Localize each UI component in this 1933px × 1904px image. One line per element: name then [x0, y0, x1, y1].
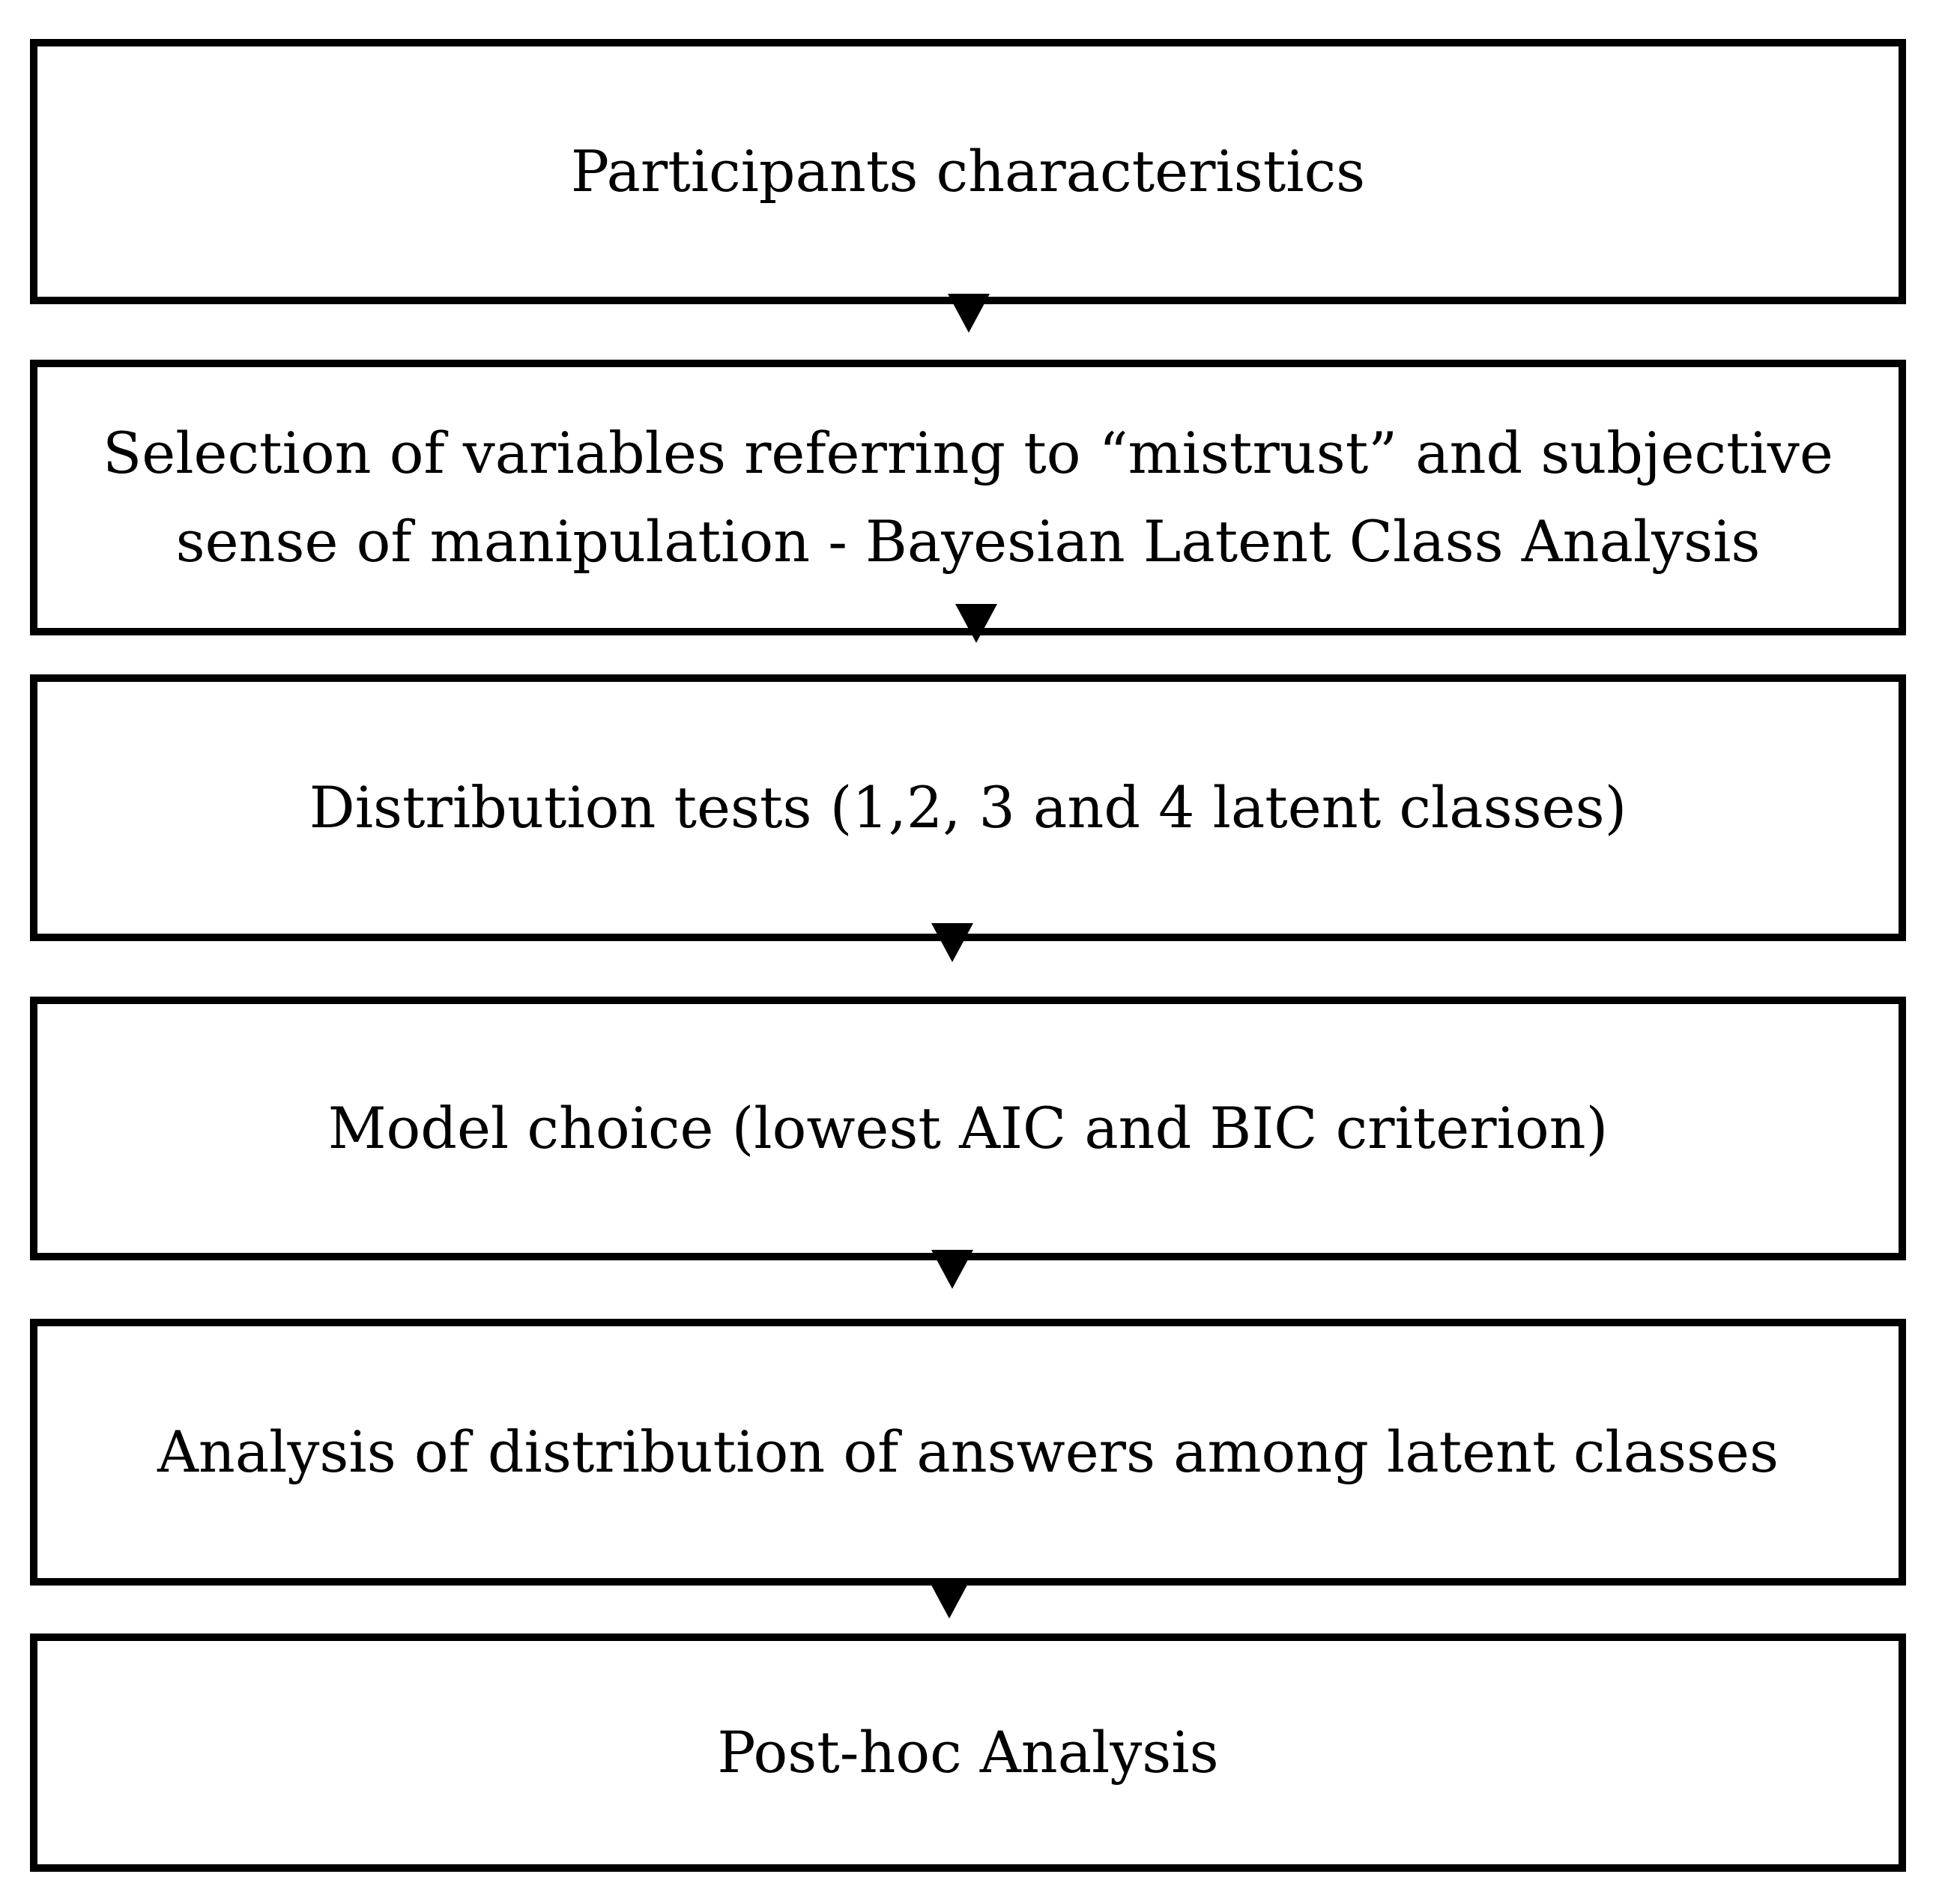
step-label: Post-hoc Analysis [717, 1719, 1219, 1786]
step-box-distribution-tests: Distribution tests (1,2, 3 and 4 latent … [30, 674, 1906, 941]
step-box-model-choice: Model choice (lowest AIC and BIC criteri… [30, 997, 1906, 1260]
step-label: Model choice (lowest AIC and BIC criteri… [327, 1095, 1609, 1162]
step-label: Analysis of distribution of answers amon… [157, 1418, 1779, 1486]
step-label: Participants characteristics [570, 138, 1366, 205]
step-box-answer-distribution-analysis: Analysis of distribution of answers amon… [30, 1319, 1906, 1586]
down-arrow-icon [931, 923, 973, 962]
step-box-participants-characteristics: Participants characteristics [30, 39, 1906, 304]
down-arrow-icon [931, 1250, 973, 1289]
step-box-post-hoc-analysis: Post-hoc Analysis [30, 1633, 1906, 1872]
down-arrow-icon [928, 1580, 970, 1619]
down-arrow-icon [948, 294, 990, 333]
step-box-variable-selection: Selection of variables referring to “mis… [30, 360, 1906, 635]
step-label: Selection of variables referring to “mis… [103, 420, 1833, 575]
step-label: Distribution tests (1,2, 3 and 4 latent … [309, 774, 1627, 841]
down-arrow-icon [955, 604, 997, 643]
